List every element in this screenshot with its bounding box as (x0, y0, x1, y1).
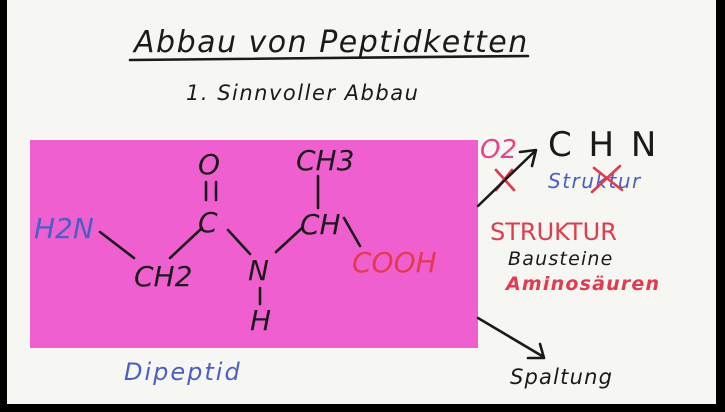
hydrogen-atom: H (250, 304, 271, 337)
title-underline (128, 54, 530, 62)
ch2-group: CH2 (134, 260, 192, 293)
bond-ch2-c (168, 226, 204, 260)
oxygen-atom: O (198, 148, 220, 181)
aminosaeuren-label: Aminosäuren (504, 273, 660, 295)
pink-note (30, 140, 478, 348)
bond-ch-cooh (342, 216, 362, 248)
spaltung-label: Spaltung (510, 365, 613, 389)
ch3-group: CH3 (296, 144, 354, 177)
h2n-group: H2N (34, 212, 94, 245)
cooh-group: COOH (352, 246, 437, 279)
arrow-down-head (526, 342, 546, 360)
bausteine-label: Bausteine (508, 248, 614, 270)
bond-n-ch (274, 226, 304, 254)
page-subtitle: 1. Sinnvoller Abbau (186, 81, 419, 105)
carbonyl-carbon: C (198, 206, 218, 239)
struktur-strike (590, 164, 624, 194)
ch-group: CH (300, 208, 341, 241)
caption-dipeptid: Dipeptid (124, 358, 242, 386)
bond-n-ch2 (98, 230, 136, 260)
page-title: Abbau von Peptidketten (132, 25, 529, 60)
arrow-up-head (518, 148, 538, 168)
o2-label: O2 (480, 135, 517, 165)
nitrogen-atom: N (248, 254, 269, 287)
struktur-heading: STRUKTUR (490, 218, 617, 246)
arrow-down (476, 316, 544, 358)
chn-label: C H N (548, 125, 659, 165)
bond-c-n (226, 228, 252, 256)
dipeptide-structure: H2N O C CH2 N H CH CH3 COOH (34, 144, 437, 337)
arrow-up (476, 150, 536, 208)
